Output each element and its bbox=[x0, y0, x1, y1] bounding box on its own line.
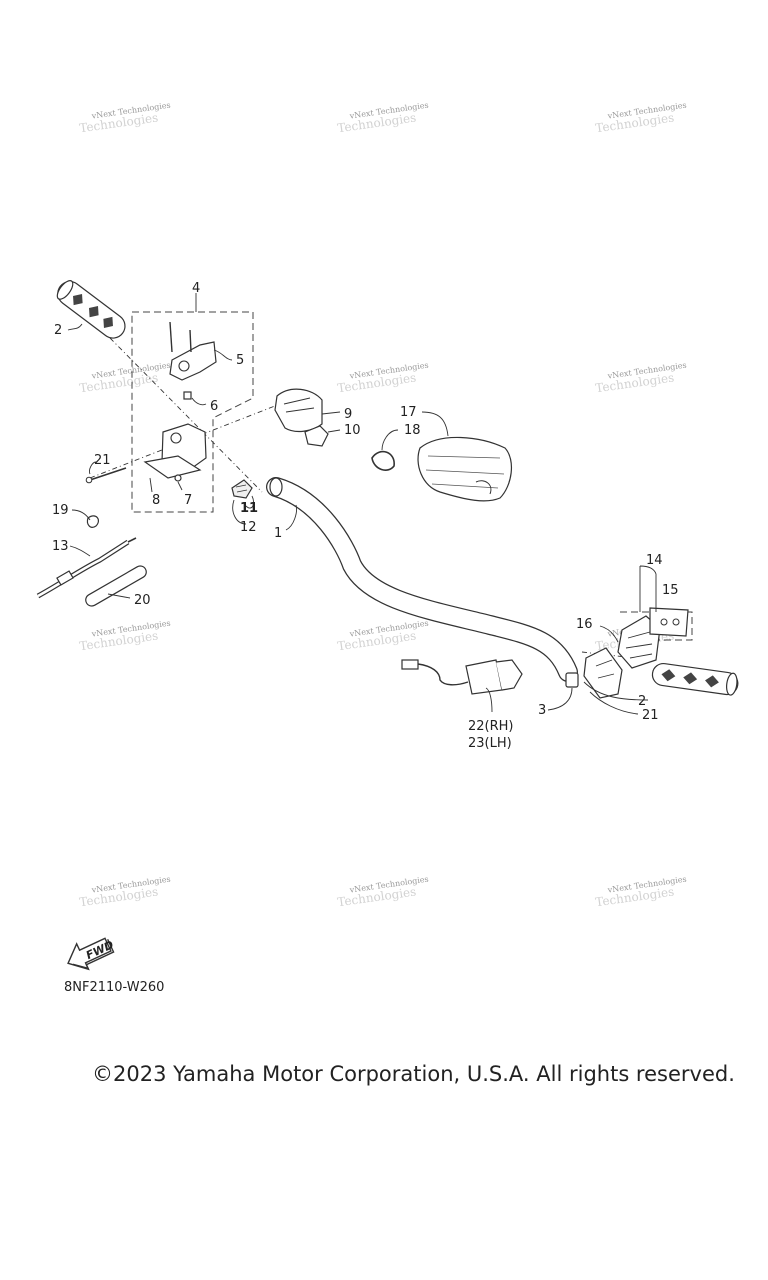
watermark: Technologies vNext Technologies bbox=[78, 361, 171, 396]
callout-2-left: 2 bbox=[54, 323, 62, 338]
watermark: Technologies vNext Technologies bbox=[594, 101, 687, 136]
sleeve-tube-part bbox=[85, 565, 147, 607]
callout-22: 22(RH) bbox=[468, 719, 514, 734]
callout-1: 1 bbox=[274, 526, 282, 541]
lever-bracket-part bbox=[169, 321, 217, 381]
callout-16: 16 bbox=[576, 617, 593, 632]
watermark: Technologies vNext Technologies bbox=[78, 101, 171, 136]
center-axis-line bbox=[109, 337, 263, 493]
diagram-code: 8NF2110-W260 bbox=[64, 980, 165, 995]
watermark: Technologies vNext Technologies bbox=[594, 361, 687, 396]
switch-knob-part bbox=[231, 479, 253, 499]
watermark: Technologies vNext Technologies bbox=[336, 875, 429, 910]
callout-7: 7 bbox=[184, 493, 192, 508]
watermark: Technologies vNext Technologies bbox=[336, 101, 429, 136]
callout-labels: 4 2 5 6 7 8 9 10 11 12 1 21 19 13 20 17 … bbox=[52, 281, 679, 751]
callout-13: 13 bbox=[52, 539, 69, 554]
callout-8: 8 bbox=[152, 493, 160, 508]
callout-12: 12 bbox=[240, 520, 257, 535]
switch-housing-part bbox=[274, 388, 323, 433]
throttle-cable-part bbox=[36, 537, 137, 599]
callout-21-left: 21 bbox=[94, 453, 111, 468]
left-bar-end-bolt-part bbox=[85, 467, 127, 484]
band-part bbox=[371, 450, 395, 471]
harness-bracket-part bbox=[401, 659, 523, 695]
cable-clip-part bbox=[86, 515, 100, 528]
watermark: Technologies vNext Technologies bbox=[336, 619, 429, 654]
callout-17: 17 bbox=[400, 405, 417, 420]
callout-5: 5 bbox=[236, 353, 244, 368]
nut-part bbox=[183, 391, 192, 400]
right-housing-part bbox=[583, 647, 623, 699]
callout-6: 6 bbox=[210, 399, 218, 414]
watermark: Technologies vNext Technologies bbox=[78, 619, 171, 654]
bolt-part bbox=[174, 474, 182, 482]
watermark: Technologies vNext Technologies bbox=[336, 361, 429, 396]
watermark: Technologies vNext Technologies bbox=[78, 875, 171, 910]
right-grip-part bbox=[651, 662, 739, 696]
callout-18: 18 bbox=[404, 423, 421, 438]
callout-21-right: 21 bbox=[642, 708, 659, 723]
copyright-notice: ©2023 Yamaha Motor Corporation, U.S.A. A… bbox=[92, 1062, 735, 1086]
callout-15: 15 bbox=[662, 583, 679, 598]
leader-lines bbox=[67, 293, 657, 715]
handlebar-part bbox=[266, 477, 578, 682]
assembly-4-boundary bbox=[131, 311, 254, 513]
callout-19: 19 bbox=[52, 503, 69, 518]
handlebar-pad-part bbox=[417, 436, 513, 502]
callout-2-right: 2 bbox=[638, 694, 646, 709]
right-switch-assembly-part bbox=[617, 607, 689, 669]
callout-3: 3 bbox=[538, 703, 546, 718]
watermarks: Technologies vNext Technologies Technolo… bbox=[78, 101, 687, 910]
cable-axis-line bbox=[89, 403, 281, 479]
fwd-arrow-icon: FWD bbox=[67, 937, 116, 971]
callout-11: 11 bbox=[240, 501, 258, 516]
left-grip-part bbox=[56, 280, 126, 339]
callout-9: 9 bbox=[344, 407, 352, 422]
clamp-body-part bbox=[143, 423, 207, 479]
switch-part bbox=[304, 425, 329, 447]
collar-part bbox=[565, 672, 579, 688]
callout-14: 14 bbox=[646, 553, 663, 568]
watermark: Technologies vNext Technologies bbox=[594, 875, 687, 910]
callout-10: 10 bbox=[344, 423, 361, 438]
callout-4: 4 bbox=[192, 281, 200, 296]
callout-20: 20 bbox=[134, 593, 151, 608]
callout-23: 23(LH) bbox=[468, 736, 512, 751]
